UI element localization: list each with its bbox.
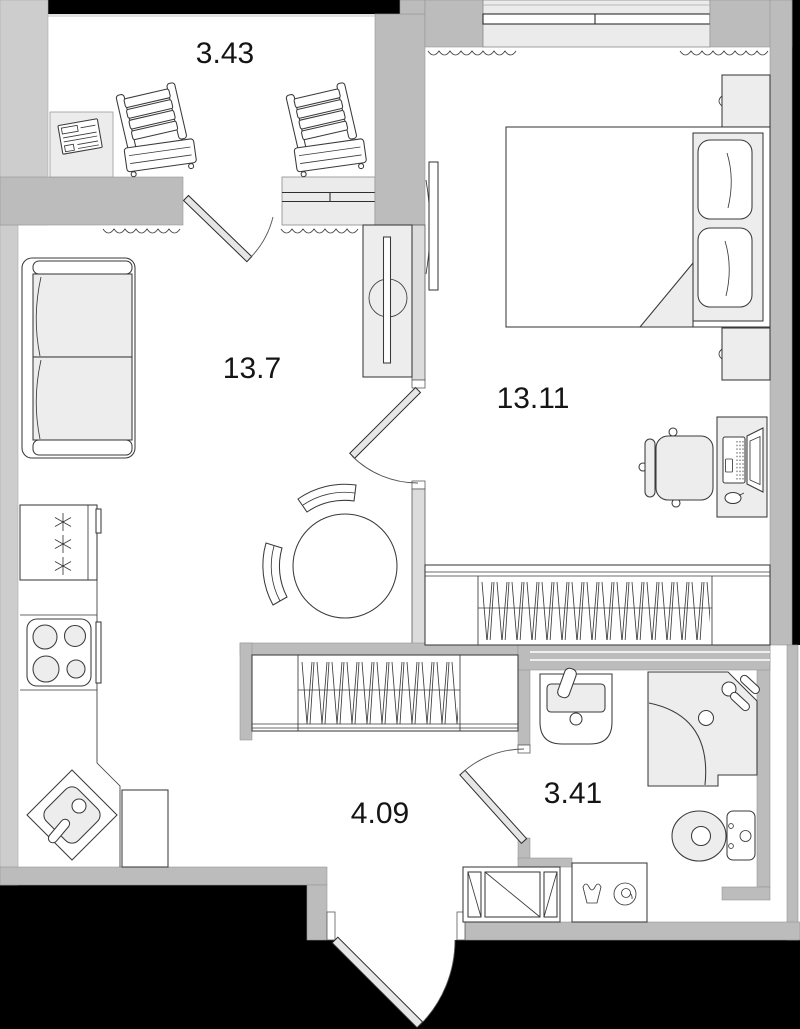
- bed-icon: [505, 126, 771, 328]
- nightstand-icon: [718, 74, 771, 128]
- wall-right: [769, 0, 793, 646]
- area-label-hallway: 4.09: [351, 797, 409, 830]
- radiator-icon: [102, 228, 181, 234]
- fridge-icon: [19, 504, 102, 581]
- area-label-balcony: 3.43: [196, 37, 254, 70]
- wall-bedroom-top-left: [424, 0, 484, 48]
- newspaper-icon: [57, 118, 103, 155]
- stove-icon: [26, 618, 102, 687]
- hallway-wardrobe-icon: [251, 654, 519, 732]
- walls: [0, 0, 800, 941]
- wall-bathroom-top: [517, 644, 771, 671]
- wall-balcony-bottom: [0, 176, 184, 226]
- room-balcony: 3.43: [49, 37, 371, 263]
- toilet-icon: [671, 810, 756, 862]
- tv-unit-icon: [362, 224, 413, 378]
- wall-balcony-bedroom: [374, 13, 426, 226]
- kitchen-counter: [20, 580, 169, 868]
- radiator-icon: [679, 50, 769, 56]
- blanket-fold: [638, 261, 694, 328]
- radiator-icon: [427, 50, 517, 56]
- hanger-marks: [300, 660, 458, 726]
- dining-table-icon: [262, 483, 398, 619]
- bedroom-window-icon: [482, 0, 711, 48]
- sofa-icon: [21, 257, 136, 459]
- wall-bottom-left: [0, 866, 328, 886]
- shower-icon: [647, 671, 760, 787]
- wall-bathroom-right: [756, 644, 771, 888]
- mouse-icon: [724, 491, 745, 505]
- wall-tv-icon: [425, 161, 439, 291]
- shoe-cabinet-icon: [462, 866, 561, 923]
- washbasin-icon: [539, 667, 613, 745]
- hanger-marks: [480, 580, 710, 640]
- bedroom-door-icon: [349, 386, 422, 484]
- dining-chair-icon: [262, 542, 288, 606]
- area-label-bathroom: 3.41: [544, 777, 602, 810]
- tv-icon: [382, 236, 392, 364]
- wall-living-bedroom: [411, 224, 426, 381]
- room-bathroom: 3.41: [459, 667, 760, 923]
- wall-left: [0, 224, 19, 886]
- wall-bottom-right: [464, 921, 800, 941]
- kitchen-cabinet-icon: [121, 789, 169, 868]
- office-chair-icon: [638, 427, 714, 508]
- balcony-window-icon: [281, 176, 376, 226]
- pillow-icon: [697, 227, 753, 308]
- pillow-icon: [697, 139, 753, 220]
- entrance-door-icon: [331, 936, 456, 1029]
- laptop-icon: [722, 427, 764, 493]
- balcony-table-icon: [49, 111, 114, 178]
- kitchen-sink-icon: [26, 769, 118, 861]
- nightstand-icon: [718, 327, 771, 381]
- desk-icon: [716, 416, 768, 518]
- room-living-kitchen: 13.7: [19, 224, 422, 868]
- washing-machine-icon: [571, 862, 648, 923]
- radiator-icon: [280, 228, 359, 234]
- balcony-door-icon: [182, 194, 274, 263]
- wall-right-outer: [786, 644, 799, 941]
- area-label-bedroom: 13.11: [497, 382, 570, 415]
- bathroom-door-icon: [459, 748, 528, 845]
- area-label-living: 13.7: [223, 352, 281, 385]
- room-hallway: 4.09: [251, 654, 519, 1029]
- room-bedroom: 13.11: [424, 50, 771, 646]
- wardrobe-icon: [424, 564, 771, 646]
